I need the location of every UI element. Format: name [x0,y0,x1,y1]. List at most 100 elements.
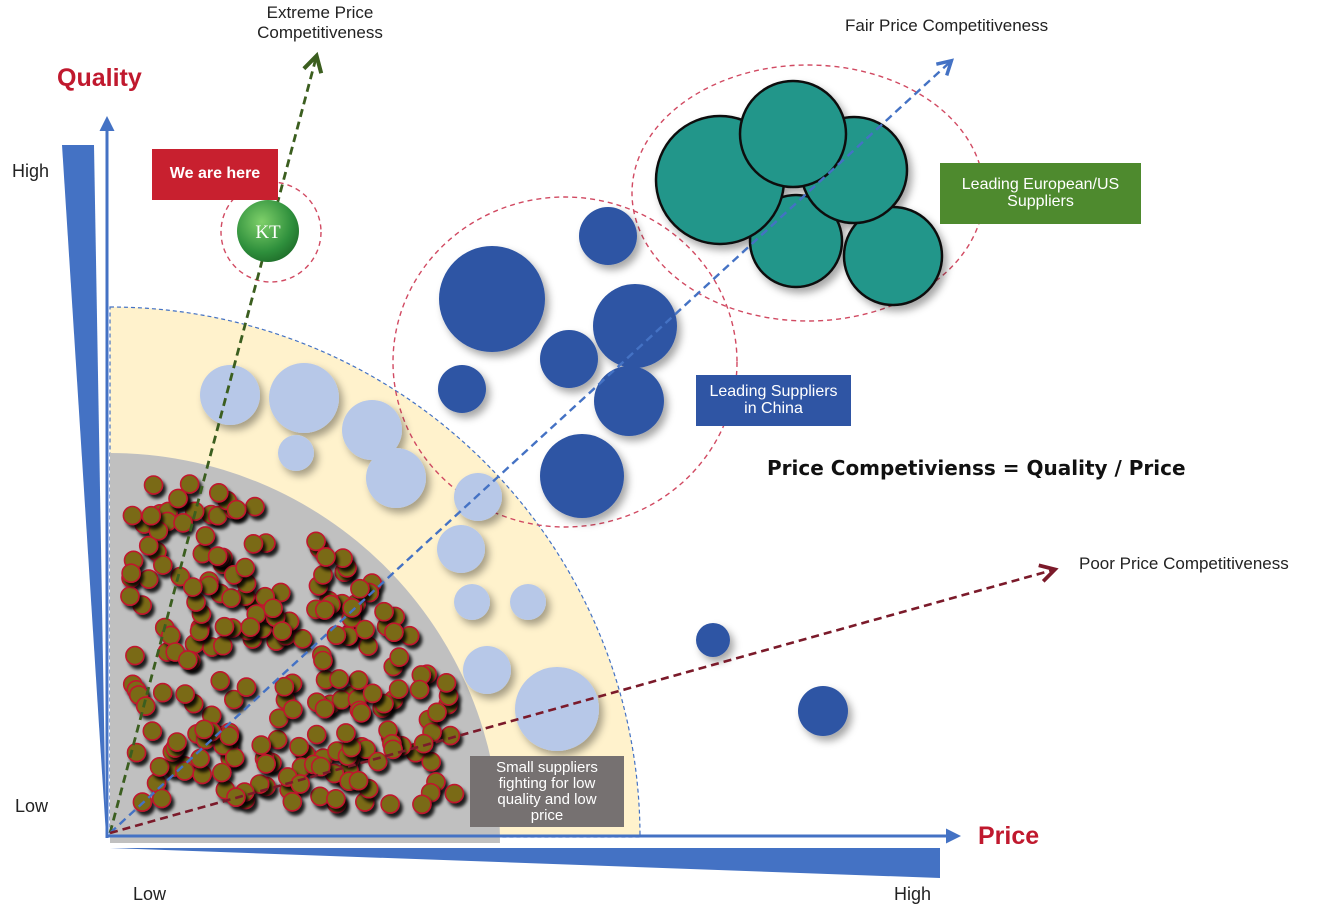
small-supplier-dot [412,794,432,815]
small-supplier-dot [236,677,257,697]
small-supplier-dot [141,505,161,526]
small-supplier-dot [413,733,434,754]
small-supplier-dot [219,725,239,746]
small-supplier-dot [380,794,400,814]
small-supplier-dot [173,512,193,533]
small-supplier-dot [121,563,141,584]
small-supplier-dot [175,684,195,704]
small-supplier-dot [313,564,333,585]
extreme-line-label: Extreme Price Competitiveness [257,3,383,42]
small-supplier-dot [383,739,403,760]
small-supplier-dot [142,721,163,741]
small-supplier-dot [421,751,442,772]
small-supplier-dot [399,625,420,646]
small-supplier-dot [243,533,264,554]
light-blue-bubbles [200,363,599,751]
extreme-line [108,51,324,834]
bubble [439,246,545,352]
small-supplier-dot [195,526,216,546]
small-supplier-dot [314,600,335,620]
small-supplier-dot [190,748,210,769]
small-supplier-dot [290,774,311,794]
small-supplier-dot [362,683,383,704]
bubble [738,79,848,189]
small-supplier-dot [409,679,430,700]
bubble [593,284,677,368]
small-supplier-dot [151,788,172,809]
bubble [269,363,339,433]
small-supplier-dot [153,555,173,575]
small-supplier-dot [374,601,394,622]
small-supplier-dot [310,786,330,807]
small-supplier-dot [325,788,346,809]
y-axis-title: Quality [57,64,142,92]
small-supplier-dot [283,699,303,720]
small-supplier-dot [268,708,289,729]
kt-circle [237,200,299,262]
small-supplier-dot [226,499,247,520]
poor-line-label: Poor Price Competitiveness [1079,554,1289,573]
small-supplier-dot [326,625,347,646]
bubble [515,667,599,751]
small-supplier-dot [388,679,409,699]
y-low-label: Low [15,796,49,816]
bubble [437,525,485,573]
bubble [454,473,502,521]
bubble [510,584,546,620]
small-supplier-dot [427,702,447,723]
y-axis-wedge [62,145,106,835]
small-supplier-dot [209,482,229,503]
small-supplier-dot [316,547,336,567]
bubble [463,646,511,694]
kt-label: KT [255,222,281,243]
small-supplier-dot [267,729,288,750]
bubble [594,366,664,436]
small-supplier-dot [306,531,326,552]
small-supplier-dot [306,724,327,745]
y-high-label: High [12,161,50,181]
small-supplier-dot [224,747,245,768]
small-supplier-dot [336,723,356,743]
bubble [454,584,490,620]
small-supplier-dot [355,619,375,640]
small-supplier-dot [235,557,255,578]
small-supplier-dot [135,696,156,716]
bubble [438,365,486,413]
small-supplier-dot [440,725,461,746]
bubble [200,365,260,425]
small-supplier-dot [313,650,333,671]
bubble [798,686,848,736]
small-supplier-dot [263,598,283,619]
small-supplier-dot [122,505,143,526]
small-supplier-dot [213,635,233,656]
small-supplier-dot [256,753,276,774]
bubble [579,207,637,265]
small-supplier-dot [272,621,292,641]
small-supplier-dot [333,548,353,568]
small-supplier-dot [178,650,198,670]
small-supplier-dot [342,597,362,618]
small-supplier-dot [348,770,369,791]
poor-line [109,563,1059,835]
x-high-label: High [894,884,932,904]
formula-text: Price Competivienss = Quality / Price [767,456,1186,480]
small-supplier-dot [251,735,272,755]
small-supplier-dot [138,535,159,556]
x-axis-wedge [110,848,940,878]
small-supplier-dot [444,783,465,804]
small-supplier-dot [329,669,349,689]
small-supplier-dot [249,774,270,794]
small-supplier-dot [389,647,410,667]
small-supplier-dot [310,756,331,777]
european-bubbles [654,79,944,307]
small-supplier-dot [152,682,173,703]
small-supplier-dot [367,751,388,772]
small-supplier-dot [149,756,170,777]
small-supplier-dot [240,617,261,637]
small-suppliers-label: Small suppliers fighting for low quality… [470,756,624,827]
small-supplier-dot [207,546,228,566]
x-axis-title: Price [978,822,1040,850]
small-supplier-dot [350,578,370,599]
small-supplier-dot [183,577,203,597]
